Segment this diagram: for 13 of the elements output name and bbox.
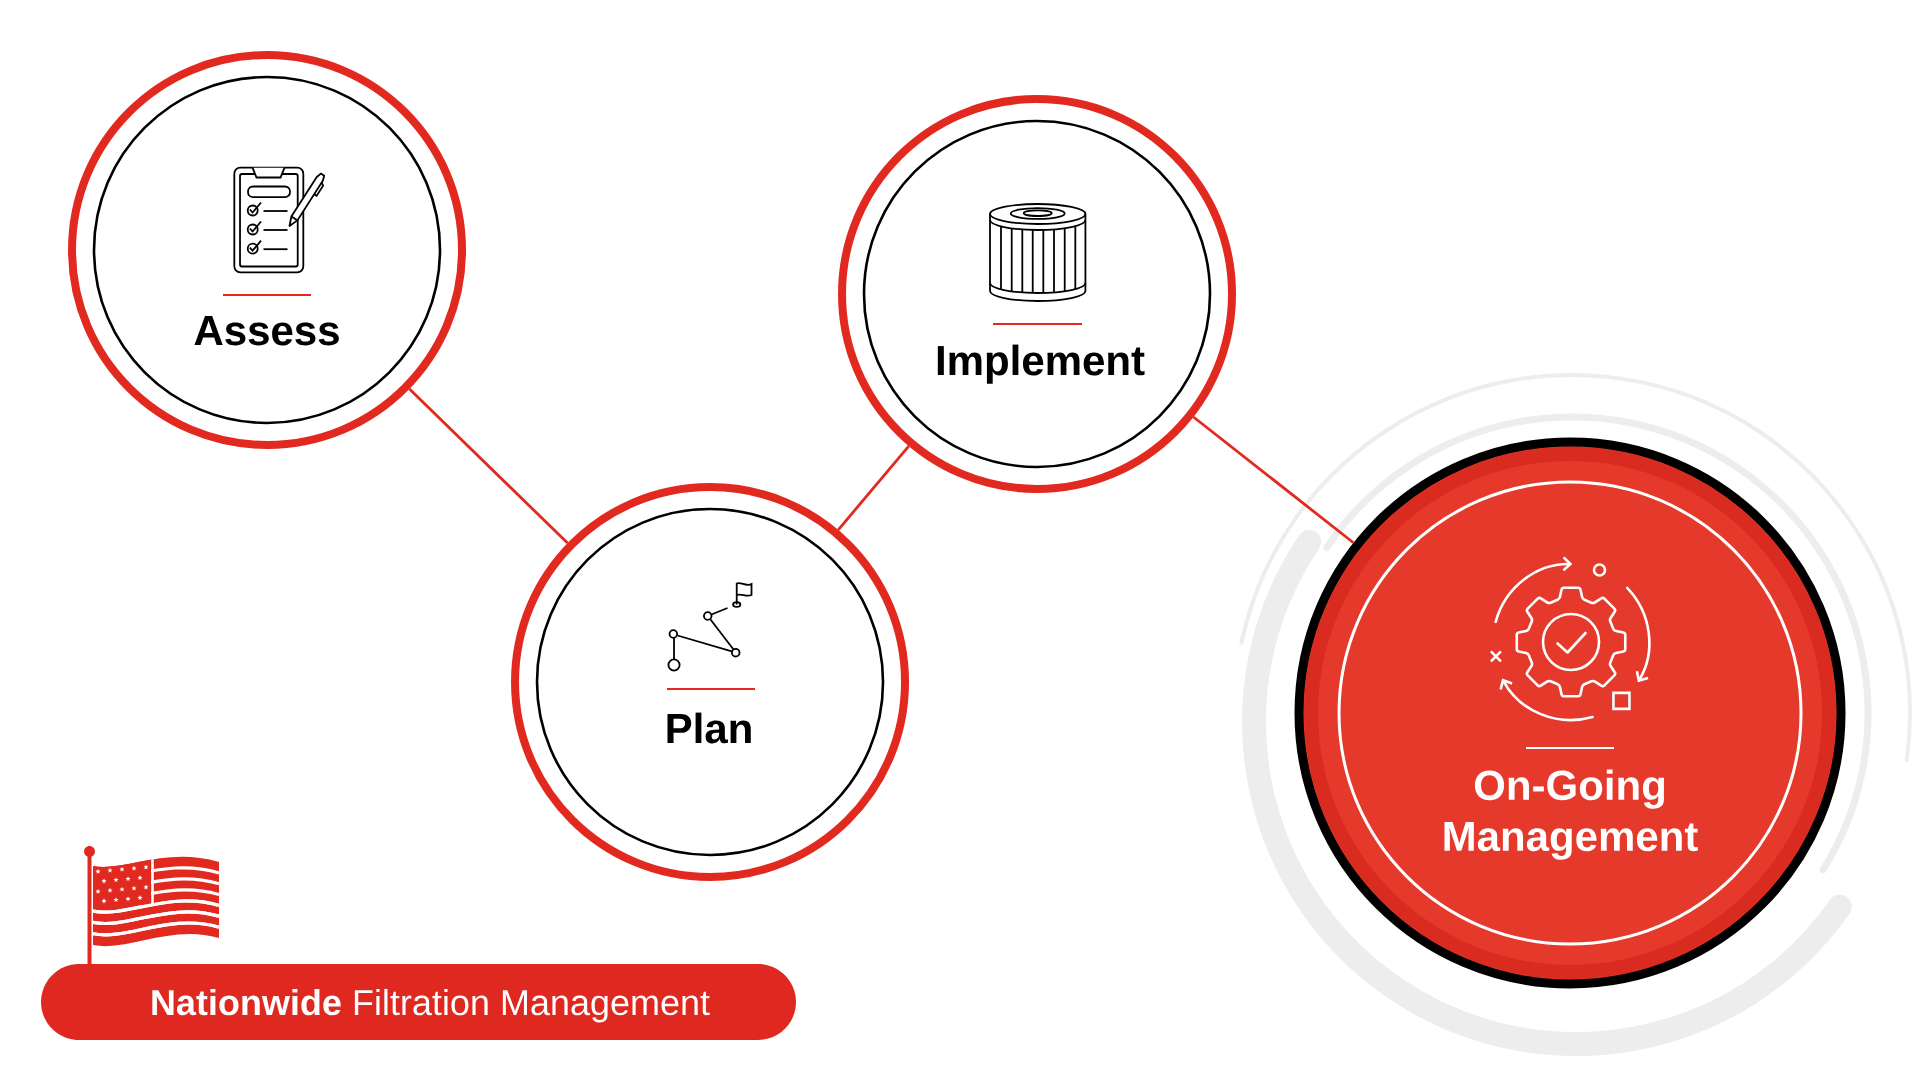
banner [41,964,796,1040]
step-title: On-Going Management [1444,769,1698,860]
connector-line [837,445,910,531]
banner-title: Nationwide Filtration Management [152,988,710,1023]
step-title: Implement [937,344,1145,384]
step-title: Plan [667,712,751,744]
step-circle [1294,437,1846,989]
connector-line [1192,415,1355,544]
connector-line [408,387,569,545]
step-circle [68,51,466,449]
step-circle [511,483,909,881]
step-circle [838,95,1236,493]
step-title: Assess [194,316,339,346]
